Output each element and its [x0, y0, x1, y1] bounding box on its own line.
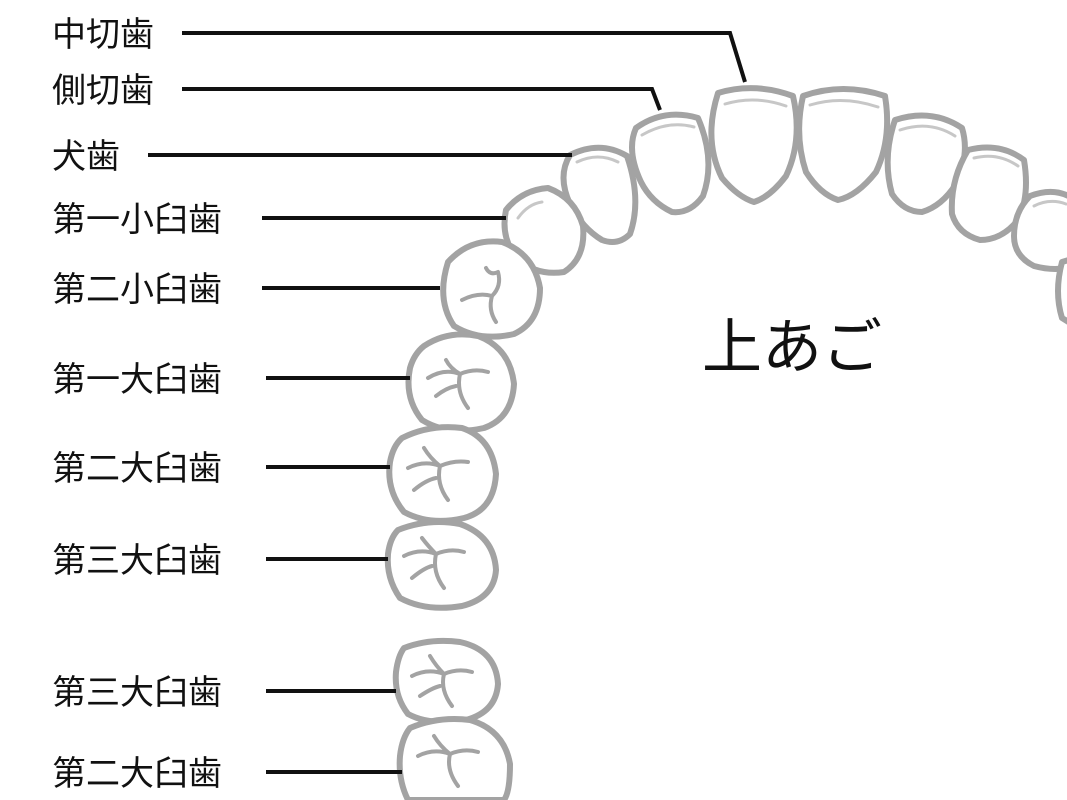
label-first-molar: 第一大臼歯: [52, 360, 222, 400]
label-central-incisor: 中切歯: [52, 15, 154, 55]
tooth-lower-second-molar: [396, 716, 513, 800]
label-lower-second-molar: 第二大臼歯: [52, 754, 222, 794]
leader-lines: [148, 31, 747, 774]
label-first-premolar: 第一小臼歯: [52, 200, 222, 240]
tooth-lateral-incisor-left: [629, 111, 712, 216]
tooth-second-molar: [386, 424, 499, 524]
label-lateral-incisor: 側切歯: [52, 71, 154, 111]
tooth-molar-right: [1055, 257, 1067, 325]
label-third-molar: 第三大臼歯: [52, 541, 222, 581]
tooth-lateral-incisor-right: [884, 112, 968, 215]
upper-dental-arch: [384, 85, 1067, 611]
label-second-molar: 第二大臼歯: [52, 449, 222, 489]
tooth-premolar-right: [1011, 188, 1067, 272]
tooth-labels: 中切歯 側切歯 犬歯 第一小臼歯 第二小臼歯 第一大臼歯 第二大臼歯 第三大臼歯…: [52, 15, 222, 794]
tooth-central-incisor-left: [708, 85, 800, 205]
lower-dental-arch: [392, 637, 513, 800]
tooth-first-molar: [405, 331, 517, 434]
label-second-premolar: 第二小臼歯: [52, 270, 222, 310]
upper-jaw-label: 上あご: [702, 313, 882, 383]
tooth-second-premolar: [440, 238, 543, 340]
label-lower-third-molar: 第三大臼歯: [52, 673, 222, 713]
tooth-central-incisor-right: [796, 86, 891, 203]
tooth-third-molar: [384, 519, 499, 611]
leader-lateral-incisor: [182, 87, 662, 111]
tooth-lower-third-molar: [392, 637, 501, 725]
leader-central-incisor: [182, 31, 747, 83]
label-canine: 犬歯: [52, 137, 120, 177]
tooth-canine-right: [948, 144, 1029, 243]
